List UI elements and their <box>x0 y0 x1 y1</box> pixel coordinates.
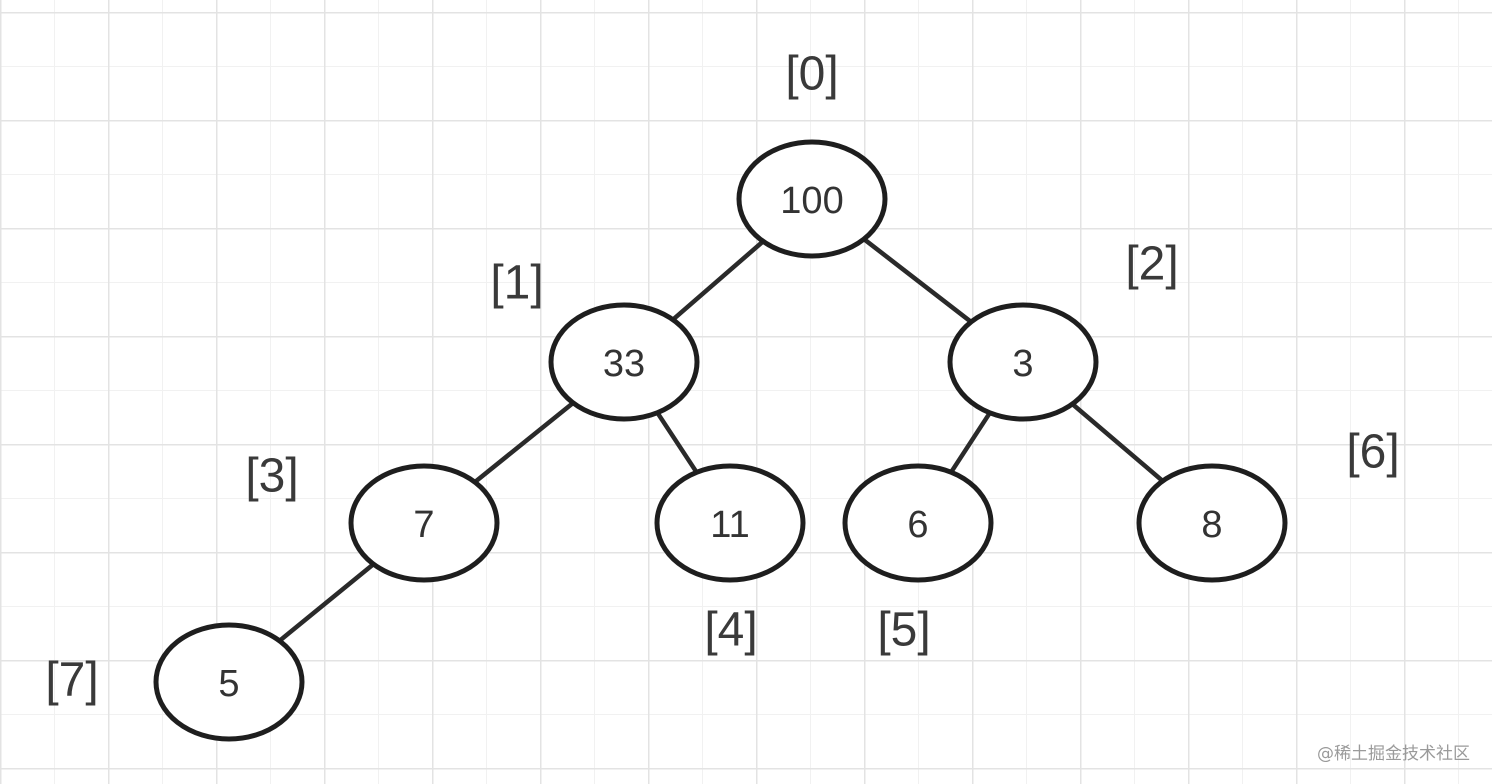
node-value: 8 <box>1201 504 1222 546</box>
index-label: [0] <box>785 48 838 101</box>
node-value: 7 <box>413 504 434 546</box>
node-ellipse <box>842 463 994 583</box>
edge-1-3 <box>472 400 576 485</box>
node-ellipse <box>548 302 700 422</box>
tree-node: 7 <box>348 463 500 583</box>
index-label: [7] <box>45 654 98 707</box>
edge-2-6 <box>1070 401 1165 484</box>
tree-edges <box>277 236 1165 644</box>
node-value: 33 <box>603 343 645 385</box>
tree-node: 100 <box>736 139 888 259</box>
node-value: 5 <box>218 663 239 705</box>
tree-node: 6 <box>842 463 994 583</box>
node-value: 6 <box>907 504 928 546</box>
edge-0-2 <box>861 236 974 325</box>
node-ellipse <box>348 463 500 583</box>
node-ellipse <box>1136 463 1288 583</box>
edge-2-5 <box>948 410 993 475</box>
index-label: [3] <box>245 450 298 503</box>
tree-node: 8 <box>1136 463 1288 583</box>
index-label: [4] <box>704 604 757 657</box>
index-label: [1] <box>490 257 543 310</box>
tree-node: 11 <box>654 463 806 583</box>
node-value: 3 <box>1012 343 1033 385</box>
tree-node: 5 <box>153 622 305 742</box>
edge-3-7 <box>277 561 376 644</box>
tree-node: 3 <box>947 302 1099 422</box>
index-label: [5] <box>877 604 930 657</box>
tree-node: 33 <box>548 302 700 422</box>
edge-0-1 <box>670 239 766 322</box>
node-value: 100 <box>780 180 843 222</box>
node-ellipse <box>153 622 305 742</box>
index-label: [6] <box>1346 426 1399 479</box>
node-ellipse <box>654 463 806 583</box>
node-ellipse <box>947 302 1099 422</box>
watermark: @稀土掘金技术社区 <box>1317 744 1470 764</box>
index-label: [2] <box>1125 238 1178 291</box>
node-value: 11 <box>710 504 749 546</box>
index-labels: [0] [1] [2] [3] [4] [5] [6] [7] <box>45 48 1399 707</box>
node-ellipse <box>736 139 888 259</box>
edge-1-4 <box>655 410 699 475</box>
